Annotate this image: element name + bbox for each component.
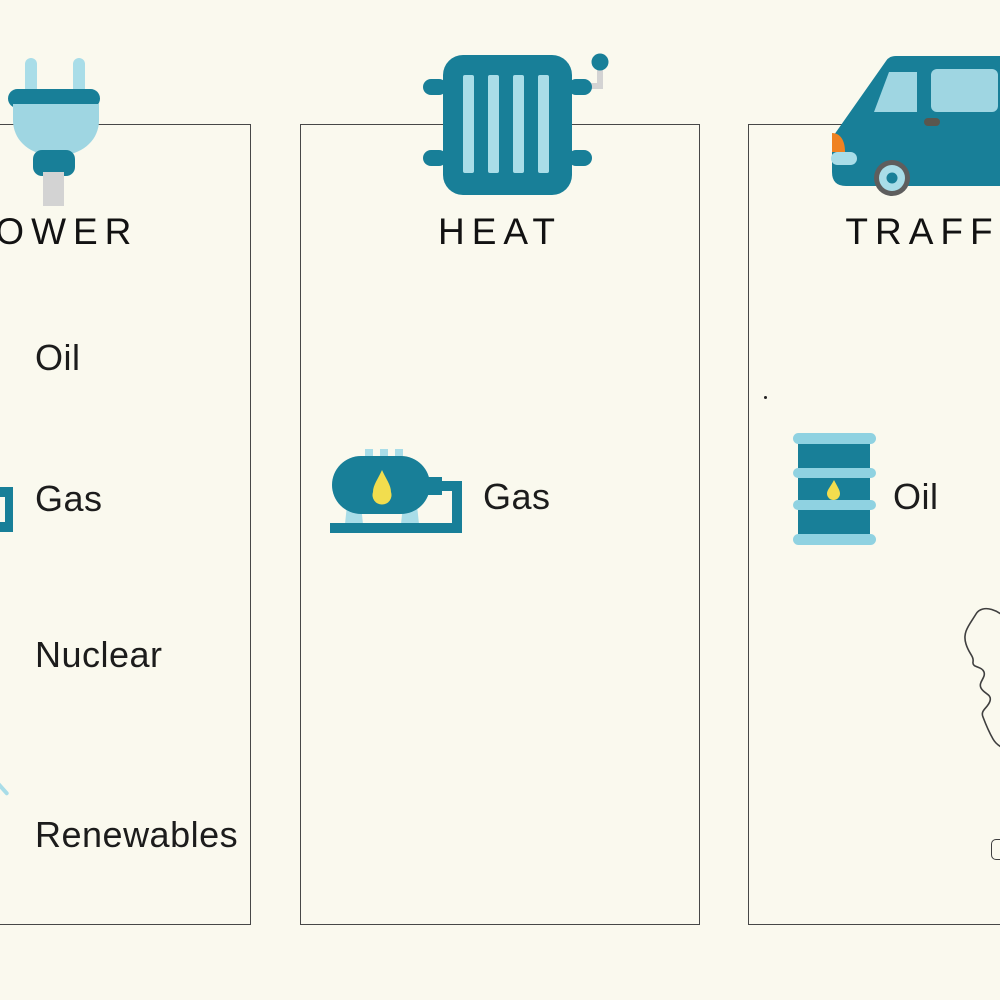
traffic-title: TRAFFIC bbox=[845, 211, 1000, 252]
power-title: POWER bbox=[0, 211, 139, 252]
box-outline-fragment bbox=[991, 839, 1000, 860]
gas-tank-icon bbox=[330, 449, 462, 533]
power-item-nuclear: Nuclear bbox=[35, 634, 163, 675]
power-item-gas: Gas bbox=[35, 478, 103, 519]
small-dot bbox=[764, 396, 767, 399]
heat-title: HEAT bbox=[438, 211, 562, 252]
radiator-icon bbox=[423, 53, 609, 195]
power-box bbox=[0, 124, 251, 925]
oil-barrel-icon bbox=[793, 433, 876, 545]
smoke-outline-icon bbox=[964, 607, 1000, 748]
car-icon bbox=[831, 56, 1000, 196]
power-item-renewables: Renewables bbox=[35, 814, 239, 855]
traffic-item-oil: Oil bbox=[893, 476, 939, 517]
pipe-fragment-icon bbox=[0, 487, 13, 532]
plug-icon bbox=[8, 58, 100, 206]
power-item-oil: Oil bbox=[35, 337, 81, 378]
heat-item-gas: Gas bbox=[483, 476, 551, 517]
